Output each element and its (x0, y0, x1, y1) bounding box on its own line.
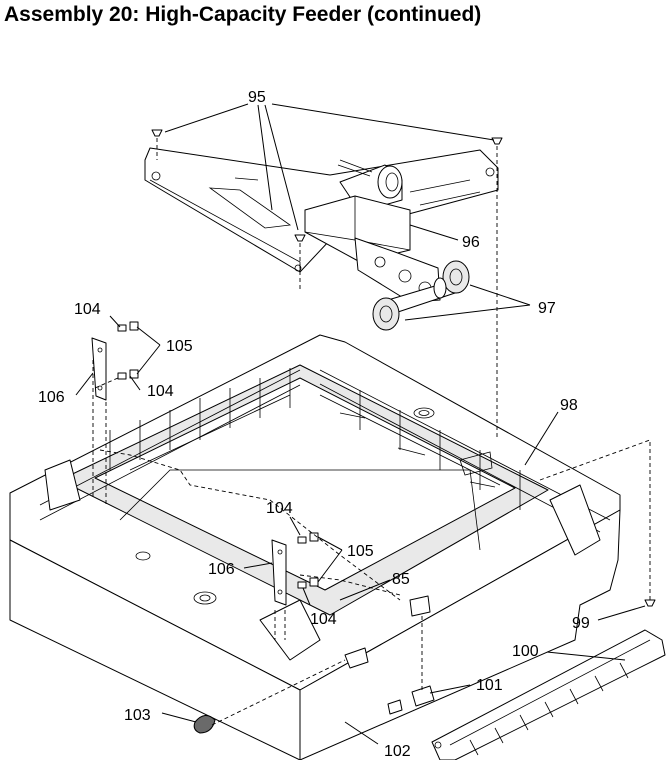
callout-100: 100 (512, 643, 539, 660)
callout-105-a: 105 (166, 338, 193, 355)
sensor-bracket (409, 595, 431, 617)
callout-104-b: 104 (147, 383, 174, 400)
screw-95-set (151, 129, 503, 242)
callout-106-a: 106 (38, 389, 65, 406)
callout-97: 97 (538, 300, 556, 317)
screw-99 (644, 599, 656, 607)
callout-104-a: 104 (74, 301, 101, 318)
leader-lines (75, 103, 646, 745)
assembly-title: Assembly 20: High-Capacity Feeder (conti… (4, 3, 482, 26)
callout-96: 96 (462, 234, 480, 251)
callout-95: 95 (248, 89, 266, 106)
callout-98: 98 (560, 397, 578, 414)
callout-105-b: 105 (347, 543, 374, 560)
callout-99: 99 (572, 615, 590, 632)
callout-104-c: 104 (266, 500, 293, 517)
callout-104-d: 104 (310, 611, 337, 628)
bracket-106-center (271, 532, 319, 606)
switch-101 (387, 685, 435, 715)
alignment-lines (92, 138, 651, 726)
feed-roller-assembly (372, 260, 470, 331)
callout-106-b: 106 (208, 561, 235, 578)
callout-103: 103 (124, 707, 151, 724)
callout-85: 85 (392, 571, 410, 588)
slide-rail-100 (431, 629, 666, 760)
feeder-tray-body (9, 334, 621, 760)
callout-101: 101 (476, 677, 503, 694)
cap-103 (193, 715, 216, 734)
drive-plate-assembly (144, 147, 499, 303)
bracket-106-left (91, 321, 139, 401)
callout-102: 102 (384, 743, 411, 760)
